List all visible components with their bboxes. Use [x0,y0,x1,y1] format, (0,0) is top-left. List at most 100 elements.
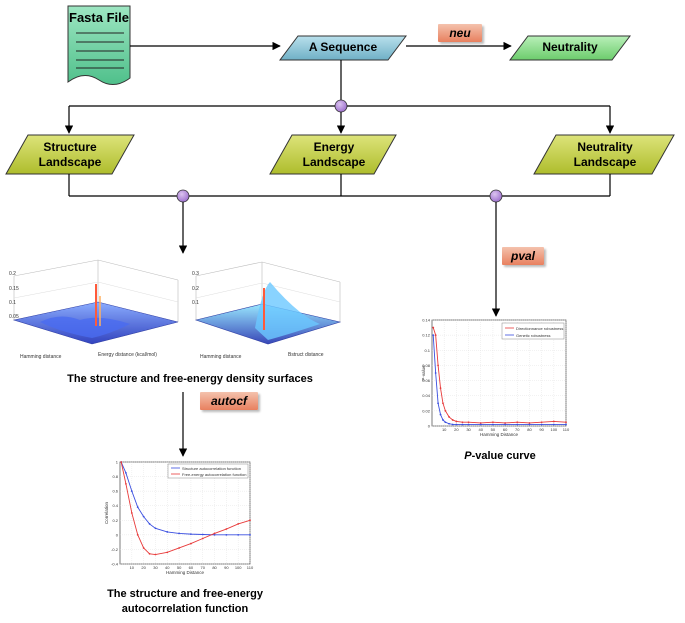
energy-landscape-line2: Landscape [302,155,366,169]
series-point-0 [565,421,567,424]
series-point-1 [439,413,442,416]
x-tick-label: 10 [442,427,447,432]
series-point-0 [130,490,133,493]
series-point-1 [565,423,567,426]
pvalue-caption: P-value curve [440,449,560,464]
tag-pval: pval [502,247,544,265]
svg-text:0.15: 0.15 [9,286,19,292]
series-point-0 [201,533,204,536]
series-point-1 [437,402,439,405]
structure-landscape-label: Structure Landscape [14,140,126,170]
series-point-0 [540,421,543,424]
series-point-1 [448,422,450,425]
series-point-1 [249,519,251,522]
y-tick-label: 0.1 [424,348,430,353]
series-point-1 [237,523,240,525]
x-tick-label: 100 [235,565,242,570]
x-tick-label: 20 [141,565,146,570]
structure-landscape-line1: Structure [43,140,97,154]
tag-neu: neu [438,24,482,42]
series-point-0 [467,421,470,424]
y-tick-label: 0.8 [112,474,118,479]
svg-text:0.2: 0.2 [9,271,16,277]
series-point-0 [166,531,169,533]
structure-density-surface: 0.2 0.15 0.1 0.05 [9,259,179,345]
series-point-0 [516,421,519,424]
neutrality-landscape-node [533,134,675,175]
series-point-1 [442,419,444,421]
structure-landscape-node [5,134,135,175]
series-point-1 [516,423,519,426]
neutrality-landscape-line1: Neutrality [577,140,633,154]
series-point-1 [434,372,437,374]
series-point-1 [504,423,506,426]
y-tick-label: -0.2 [111,547,119,552]
series-point-1 [154,553,157,556]
pvalue-series [432,326,567,426]
svg-text:0.1: 0.1 [9,300,16,306]
series-point-1 [142,547,145,549]
svg-text:0.3: 0.3 [192,271,199,277]
series-point-1 [540,423,543,426]
autocorr-legend-red: Free-energy autocorrelation function [182,472,246,477]
autocorr-caption: The structure and free-energy autocorrel… [80,587,290,617]
series-point-1 [120,461,123,463]
y-tick-label: 0.6 [112,489,118,494]
series-point-1 [528,423,531,426]
series-point-1 [130,512,133,514]
series-point-0 [154,527,157,530]
x-tick-label: 110 [563,427,570,432]
x-tick-label: 70 [515,427,520,432]
pvalue-caption-rest: -value curve [471,450,536,462]
series-point-1 [125,482,127,485]
pvalue-grid [432,319,567,427]
series-point-1 [225,528,228,530]
series-point-1 [552,423,555,426]
autocorr-ylabel: Correlation [104,502,109,525]
x-tick-label: 70 [201,565,206,570]
svg-text:0.1: 0.1 [192,300,199,306]
right-surface-ylabel: Bstruct distance [288,352,324,358]
series-point-0 [142,515,145,518]
series-point-1 [444,421,447,424]
series-point-1 [432,334,435,337]
y-tick-label: 0.08 [422,363,431,368]
x-tick-label: 10 [130,565,135,570]
autocorr-legend-blue: Structure autocorrelation function [182,466,241,471]
a-sequence-label: A Sequence [308,40,378,54]
pvalue-ylabel: P-value [421,365,426,381]
energy-landscape-line1: Energy [313,140,355,154]
x-tick-label: 100 [550,427,557,432]
x-tick-label: 30 [153,565,158,570]
surfaces-caption: The structure and free-energy density su… [67,373,313,385]
junction-top [334,99,348,113]
series-point-0 [528,422,531,424]
series-point-0 [125,472,127,474]
series-point-1 [479,423,482,426]
x-tick-label: 110 [247,565,254,570]
pvalue-legend-blue: Genetic robustness [516,333,550,338]
autocorr-caption-line1: The structure and free-energy [107,588,263,600]
series-point-1 [148,552,151,555]
y-tick-label: 0.04 [422,393,431,398]
series-point-0 [439,387,442,390]
fasta-file-node [67,5,131,85]
x-tick-label: 20 [454,427,459,432]
x-tick-label: 80 [527,427,532,432]
series-point-0 [451,419,454,421]
y-tick-label: 0 [116,532,119,537]
left-surface-xlabel: Hamming distance [20,354,62,360]
a-sequence-node [279,35,407,61]
energy-landscape-node [269,134,397,175]
x-tick-label: 90 [224,565,229,570]
junction-right [489,189,503,203]
x-tick-label: 60 [503,427,508,432]
x-tick-label: 30 [466,427,471,432]
y-tick-label: 0.02 [422,408,431,413]
pvalue-caption-italic: P [464,450,472,462]
pvalue-xlabel: Hamming Distance [480,432,519,437]
series-point-0 [432,326,435,329]
